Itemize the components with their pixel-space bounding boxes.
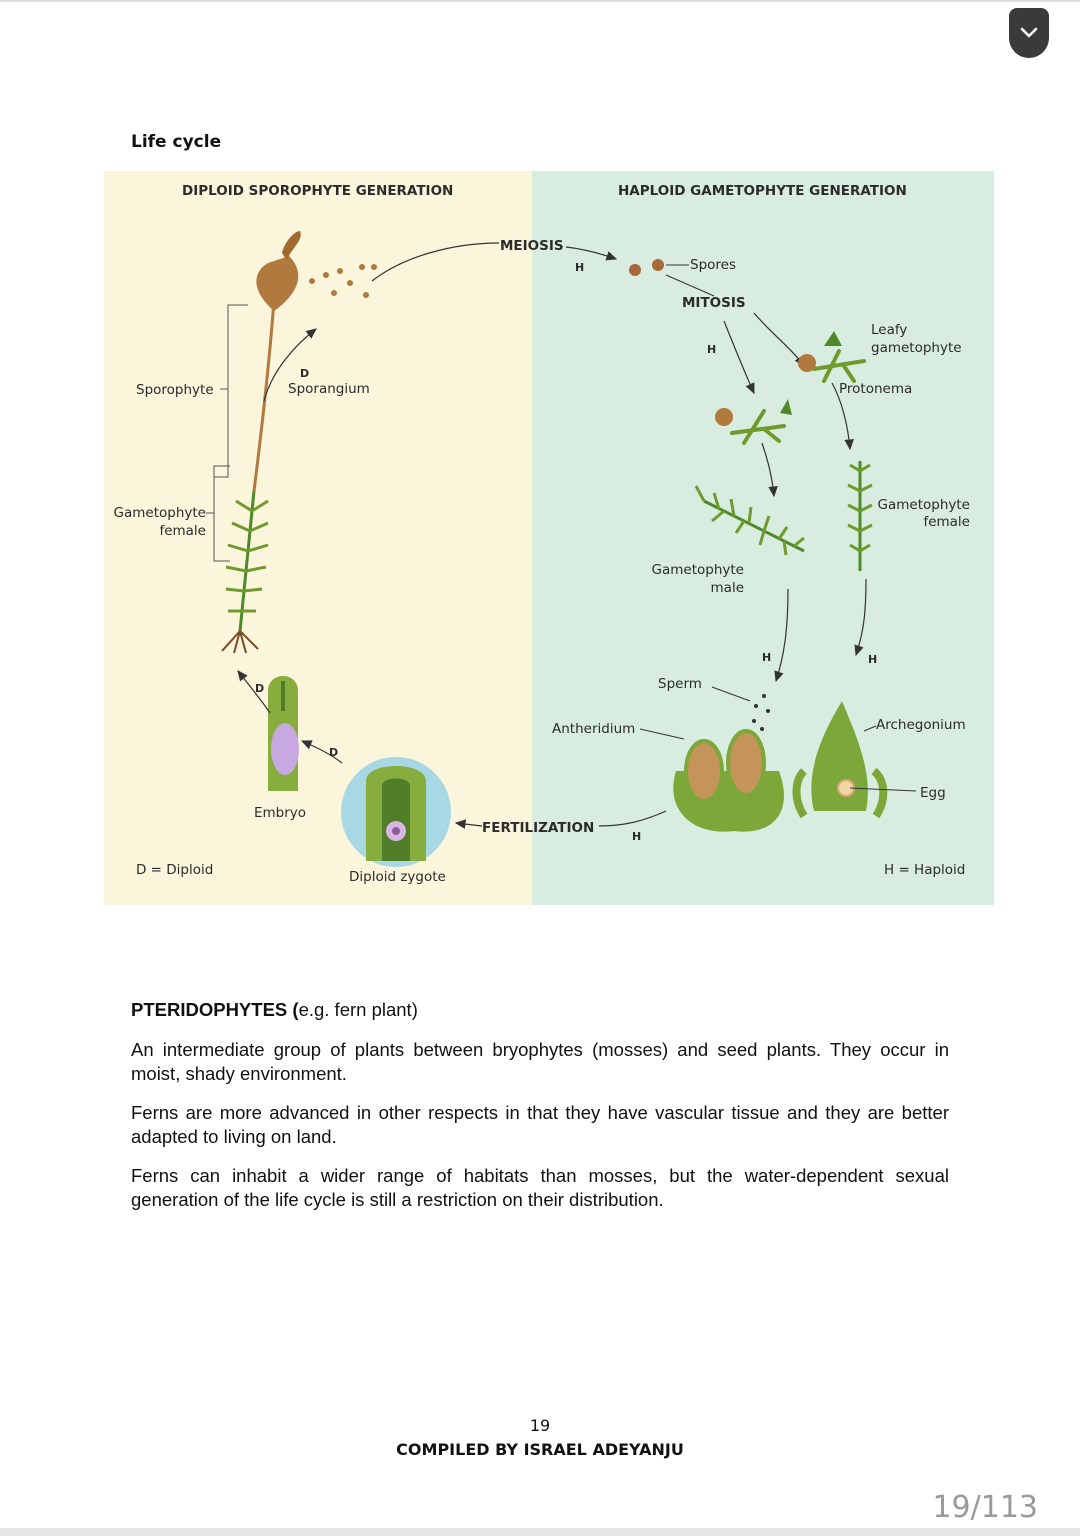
haploid-generation-title: HAPLOID GAMETOPHYTE GENERATION [618,183,907,199]
moss-life-cycle-diagram: DIPLOID SPOROPHYTE GENERATION HAPLOID GA… [104,171,994,905]
mitosis-label: MITOSIS [682,295,746,311]
spore [652,259,664,271]
male-gametophyte-drawing [694,485,805,556]
fertilization-h-label: H [632,830,642,843]
meiosis-arc [371,242,500,282]
egg-pointer [849,787,917,792]
page-indicator: 19/113 [932,1490,1038,1525]
pteridophytes-example: e.g. fern plant) [298,999,418,1020]
bottom-scrollbar[interactable] [0,1528,1080,1536]
antheridium-pointer [639,728,685,740]
male-gametophyte-label-1: Gametophyte [651,562,744,578]
female-h-label: H [868,653,878,666]
embryo-drawing [268,676,299,791]
meiosis-h-label: H [575,261,585,274]
sporangium-arrow [263,328,317,402]
paragraph-3: Ferns can inhabit a wider range of habit… [131,1165,949,1210]
zygote-d-label: D [329,746,339,759]
protonema-label: Protonema [839,381,913,397]
sporangium-label: Sporangium [288,381,370,397]
meiosis-label: MEIOSIS [500,238,564,254]
diploid-generation-title: DIPLOID SPOROPHYTE GENERATION [182,183,454,199]
antheridium-label: Antheridium [552,721,636,737]
leafy-label-2: gametophyte [871,340,962,356]
archegonium-drawing [792,701,888,819]
archegonium-pointer [863,725,877,732]
fertilization-label: FERTILIZATION [482,820,595,836]
fertilization-arrow [454,819,483,829]
page-number: 19 [529,1416,551,1435]
diploid-zygote-label: Diploid zygote [349,869,446,885]
male-gametophyte-label-2: male [710,580,744,596]
antheridium-drawing [673,729,784,832]
sperm-label: Sperm [658,676,702,692]
leafy-label-1: Leafy [871,322,908,338]
haploid-legend: H = Haploid [884,862,966,878]
top-divider [0,0,1080,2]
spores-label: Spores [690,257,736,273]
diagram-artwork [104,171,994,905]
section-heading: Life cycle [131,132,222,152]
embryo-d-label: D [255,682,265,695]
zygote-drawing [341,757,451,867]
menu-toggle-button[interactable] [1009,8,1049,58]
mitosis-line [665,274,715,297]
pteridophytes-heading: PTERIDOPHYTES (e.g. fern plant) [131,998,418,1022]
label-brackets [206,304,248,562]
male-h-label: H [762,651,772,664]
diploid-legend: D = Diploid [136,862,214,878]
mitosis-arrow [723,320,755,395]
paragraph-2: Ferns are more advanced in other respect… [131,1102,949,1147]
right-gametophyte-label-1: Gametophyte [877,497,970,513]
embryo-to-sporophyte-arrow [237,670,271,714]
protonema-drawing [715,331,866,445]
released-spores [309,264,377,298]
sporophyte-drawing [221,231,301,654]
paragraph-1: An intermediate group of plants between … [131,1039,949,1084]
pteridophytes-title: PTERIDOPHYTES ( [131,999,299,1020]
archegonium-label: Archegonium [876,717,966,733]
page-footer: COMPILED BY ISRAEL ADEYANJU [396,1440,684,1459]
zygote-to-embryo-arrow [300,740,343,764]
spore [629,264,641,276]
male-arrow [774,588,789,683]
meiosis-arrow [565,246,618,261]
protonema-arrow [831,382,854,451]
diploid-region [104,171,532,905]
sporophyte-label: Sporophyte [136,382,214,398]
growth-arrow [761,442,778,498]
left-gametophyte-label-1: Gametophyte [113,505,206,521]
left-gametophyte-label-2: female [159,523,206,539]
right-gametophyte-label-2: female [923,514,970,530]
female-arrow [854,578,867,657]
fertilization-line [598,810,667,827]
chevron-down-icon [1020,27,1038,38]
sporangium-d-label: D [300,367,310,380]
mitosis-h-label: H [707,343,717,356]
female-gametophyte-drawing [847,461,873,571]
embryo-label: Embryo [254,805,307,821]
sperm-pointer [711,686,751,702]
egg-label: Egg [920,785,946,801]
